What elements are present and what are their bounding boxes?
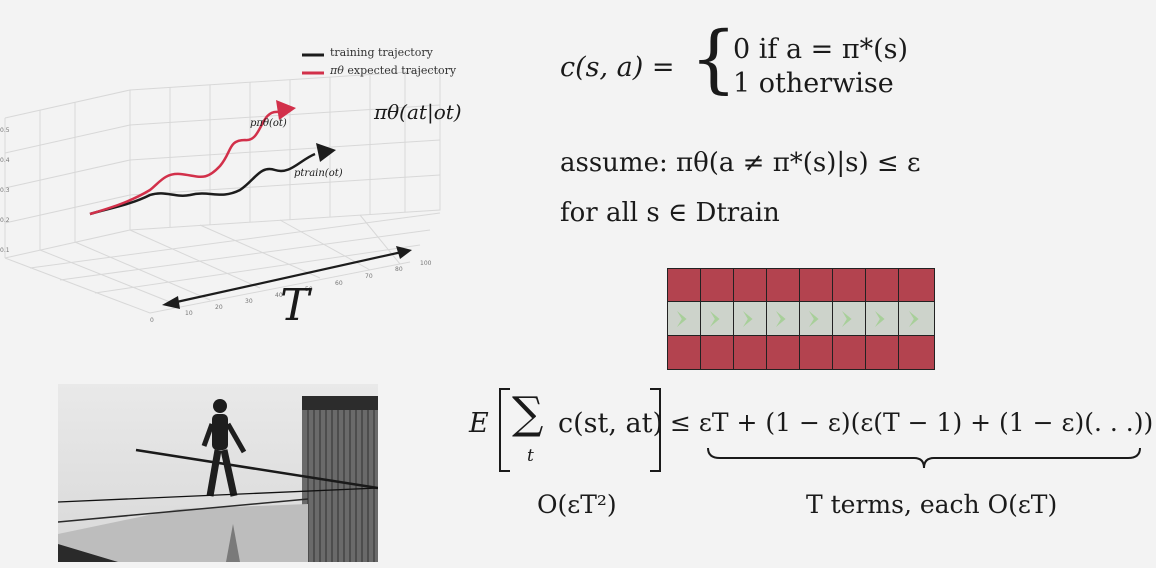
tightrope-photo — [58, 384, 378, 562]
training-trajectory — [89, 152, 316, 216]
policy-label: πθ(at|ot) — [374, 100, 462, 124]
grid-cell — [700, 335, 735, 370]
legend-training-label: training trajectory — [330, 46, 433, 59]
t-axis-arrow — [171, 250, 403, 305]
svg-text:10: 10 — [185, 310, 193, 317]
bound-rhs: ≤ εT + (1 − ε)(ε(T − 1) + (1 − ε)(. . .)… — [670, 408, 1154, 437]
tightrope-photo-svg — [58, 396, 378, 562]
grid-cell-path — [766, 301, 801, 337]
plot-tick-labels: 0.5 0.4 0.3 0.2 0.1 0 10 20 30 40 50 60 70 80 100 — [0, 127, 432, 324]
grid-cell — [700, 268, 735, 303]
svg-text:40: 40 — [275, 292, 283, 299]
svg-text:70: 70 — [365, 273, 373, 280]
t-axis-label: T — [280, 280, 310, 331]
cost-lhs: c(s, a) = — [560, 52, 675, 83]
svg-text:0.5: 0.5 — [0, 127, 10, 134]
svg-text:0.2: 0.2 — [0, 217, 10, 224]
grid-cell — [766, 268, 801, 303]
legend-expected-label: πθ expected trajectory — [330, 64, 456, 77]
bound-order: O(εT²) — [537, 490, 617, 519]
cost-case-2: 1 otherwise — [733, 68, 894, 99]
p-pi-theta-label: pπθ(ot) — [250, 118, 287, 129]
grid-cell — [799, 335, 834, 370]
grid-cell — [799, 268, 834, 303]
sum-symbol: ∑ — [512, 388, 544, 439]
grid-cell — [865, 335, 900, 370]
cost-brace: { — [690, 16, 738, 102]
trajectory-plot-svg: 0.5 0.4 0.3 0.2 0.1 0 10 20 30 40 50 60 70 80 100 — [0, 53, 441, 324]
svg-text:50: 50 — [305, 286, 313, 293]
grid-cell — [733, 335, 768, 370]
svg-text:0: 0 — [150, 317, 154, 324]
svg-text:0.3: 0.3 — [0, 187, 10, 194]
svg-text:80: 80 — [395, 266, 403, 273]
svg-text:30: 30 — [245, 298, 253, 305]
expected-trajectory — [89, 110, 279, 216]
svg-text:20: 20 — [215, 304, 223, 311]
grid-cell — [733, 268, 768, 303]
grid-cell — [766, 335, 801, 370]
grid-cell — [667, 335, 702, 370]
legend-expected-text: expected trajectory — [347, 64, 457, 77]
summand: c(st, at) — [558, 408, 664, 439]
trajectory-plot: 0.5 0.4 0.3 0.2 0.1 0 10 20 30 40 50 60 70 80 100 — [0, 30, 500, 350]
sum-index: t — [527, 446, 534, 466]
assume-line-1: assume: πθ(a ≠ π*(s)|s) ≤ ε — [560, 148, 921, 178]
cost-case-1: 0 if a = π*(s) — [733, 34, 909, 65]
training-arrowhead — [316, 143, 336, 162]
t-axis-arrow-left-head — [162, 296, 180, 309]
legend-pi-symbol: πθ — [330, 64, 344, 77]
grid-cell — [667, 268, 702, 303]
svg-text:0.1: 0.1 — [0, 247, 10, 254]
svg-text:100: 100 — [420, 260, 432, 267]
grid-cell — [898, 335, 935, 370]
grid-cell — [898, 268, 935, 303]
grid-cell — [832, 335, 867, 370]
svg-text:0.4: 0.4 — [0, 157, 10, 164]
underbrace — [707, 447, 1141, 469]
grid-cell — [865, 268, 900, 303]
assume-line-2: for all s ∈ Dtrain — [560, 198, 780, 228]
t-axis-arrow-right-head — [396, 246, 412, 259]
svg-text:60: 60 — [335, 280, 343, 287]
state-grid — [667, 268, 935, 370]
expected-arrowhead — [276, 100, 296, 120]
p-train-label: ptrain(ot) — [294, 168, 343, 179]
right-bracket — [650, 388, 661, 472]
grid-cell — [832, 268, 867, 303]
left-bracket — [499, 388, 510, 472]
expectation-E: E — [469, 408, 489, 439]
plot-grid — [4, 69, 441, 314]
terms-label: T terms, each O(εT) — [806, 490, 1058, 519]
